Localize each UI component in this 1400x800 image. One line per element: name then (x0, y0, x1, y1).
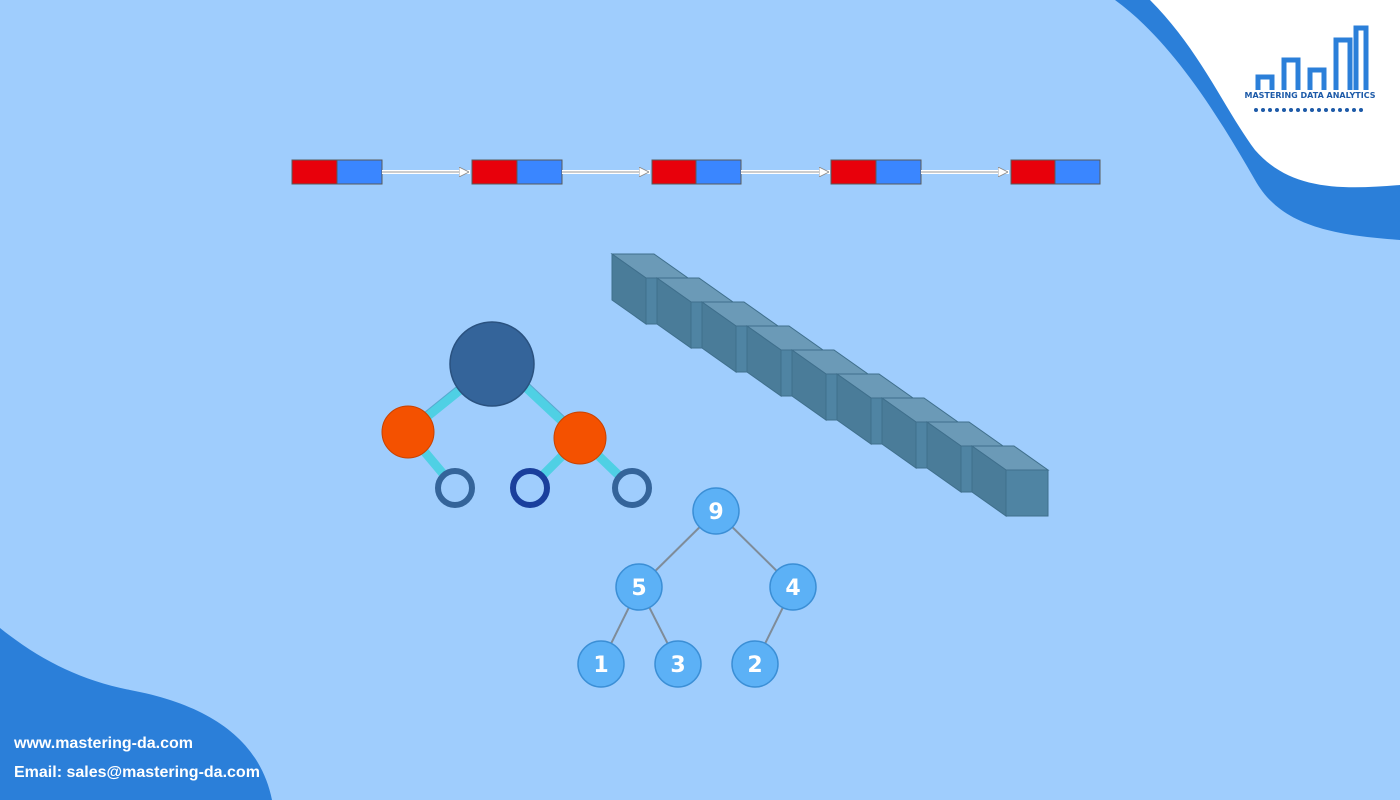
list-node-data (1010, 159, 1056, 185)
list-node-data (291, 159, 338, 185)
heap-node: 4 (769, 563, 817, 611)
list-node-pointer (516, 159, 563, 185)
list-node-pointer (695, 159, 742, 185)
list-node (471, 159, 563, 185)
heap-node: 2 (731, 640, 779, 688)
heap-node-label: 3 (670, 653, 685, 678)
brand-logo: MASTERING DATA ANALYTICS (1245, 25, 1376, 112)
cube-front-face (1005, 469, 1049, 517)
list-node (651, 159, 742, 185)
list-node (1010, 159, 1101, 185)
tree-leaf-node (612, 468, 652, 508)
list-node-pointer (336, 159, 383, 185)
list-node-pointer (875, 159, 922, 185)
heap-node-label: 4 (785, 576, 800, 601)
website-link[interactable]: www.mastering-da.com (14, 735, 193, 752)
tree-child-node (381, 405, 435, 459)
list-node (291, 159, 383, 185)
list-node-data (830, 159, 877, 185)
list-node-pointer (1054, 159, 1101, 185)
binary-tree (381, 321, 652, 508)
tree-child-node (553, 411, 607, 465)
list-node-data (651, 159, 697, 185)
email-contact[interactable]: Email: sales@mastering-da.com (14, 764, 260, 781)
heap-node-label: 1 (593, 653, 608, 678)
logo-text: MASTERING DATA ANALYTICS (1245, 91, 1376, 100)
heap-node: 1 (577, 640, 625, 688)
array-cubes (610, 253, 1050, 517)
list-node-data (471, 159, 518, 185)
heap-tree: 9 5 4 1 3 2 (577, 487, 817, 688)
linked-list (291, 159, 1101, 185)
array-cube (970, 445, 1050, 517)
list-node (830, 159, 922, 185)
tree-leaf-node (510, 468, 550, 508)
heap-node: 3 (654, 640, 702, 688)
tree-root-node (449, 321, 535, 407)
heap-node-label: 5 (631, 576, 646, 601)
logo-dots (1254, 108, 1363, 112)
bottom-left-wave (0, 628, 272, 800)
tree-leaf-node (435, 468, 475, 508)
heap-node: 9 (692, 487, 740, 535)
heap-node-label: 9 (708, 500, 723, 525)
logo-bars-icon (1255, 25, 1369, 90)
heap-node: 5 (615, 563, 663, 611)
heap-node-label: 2 (747, 653, 762, 678)
